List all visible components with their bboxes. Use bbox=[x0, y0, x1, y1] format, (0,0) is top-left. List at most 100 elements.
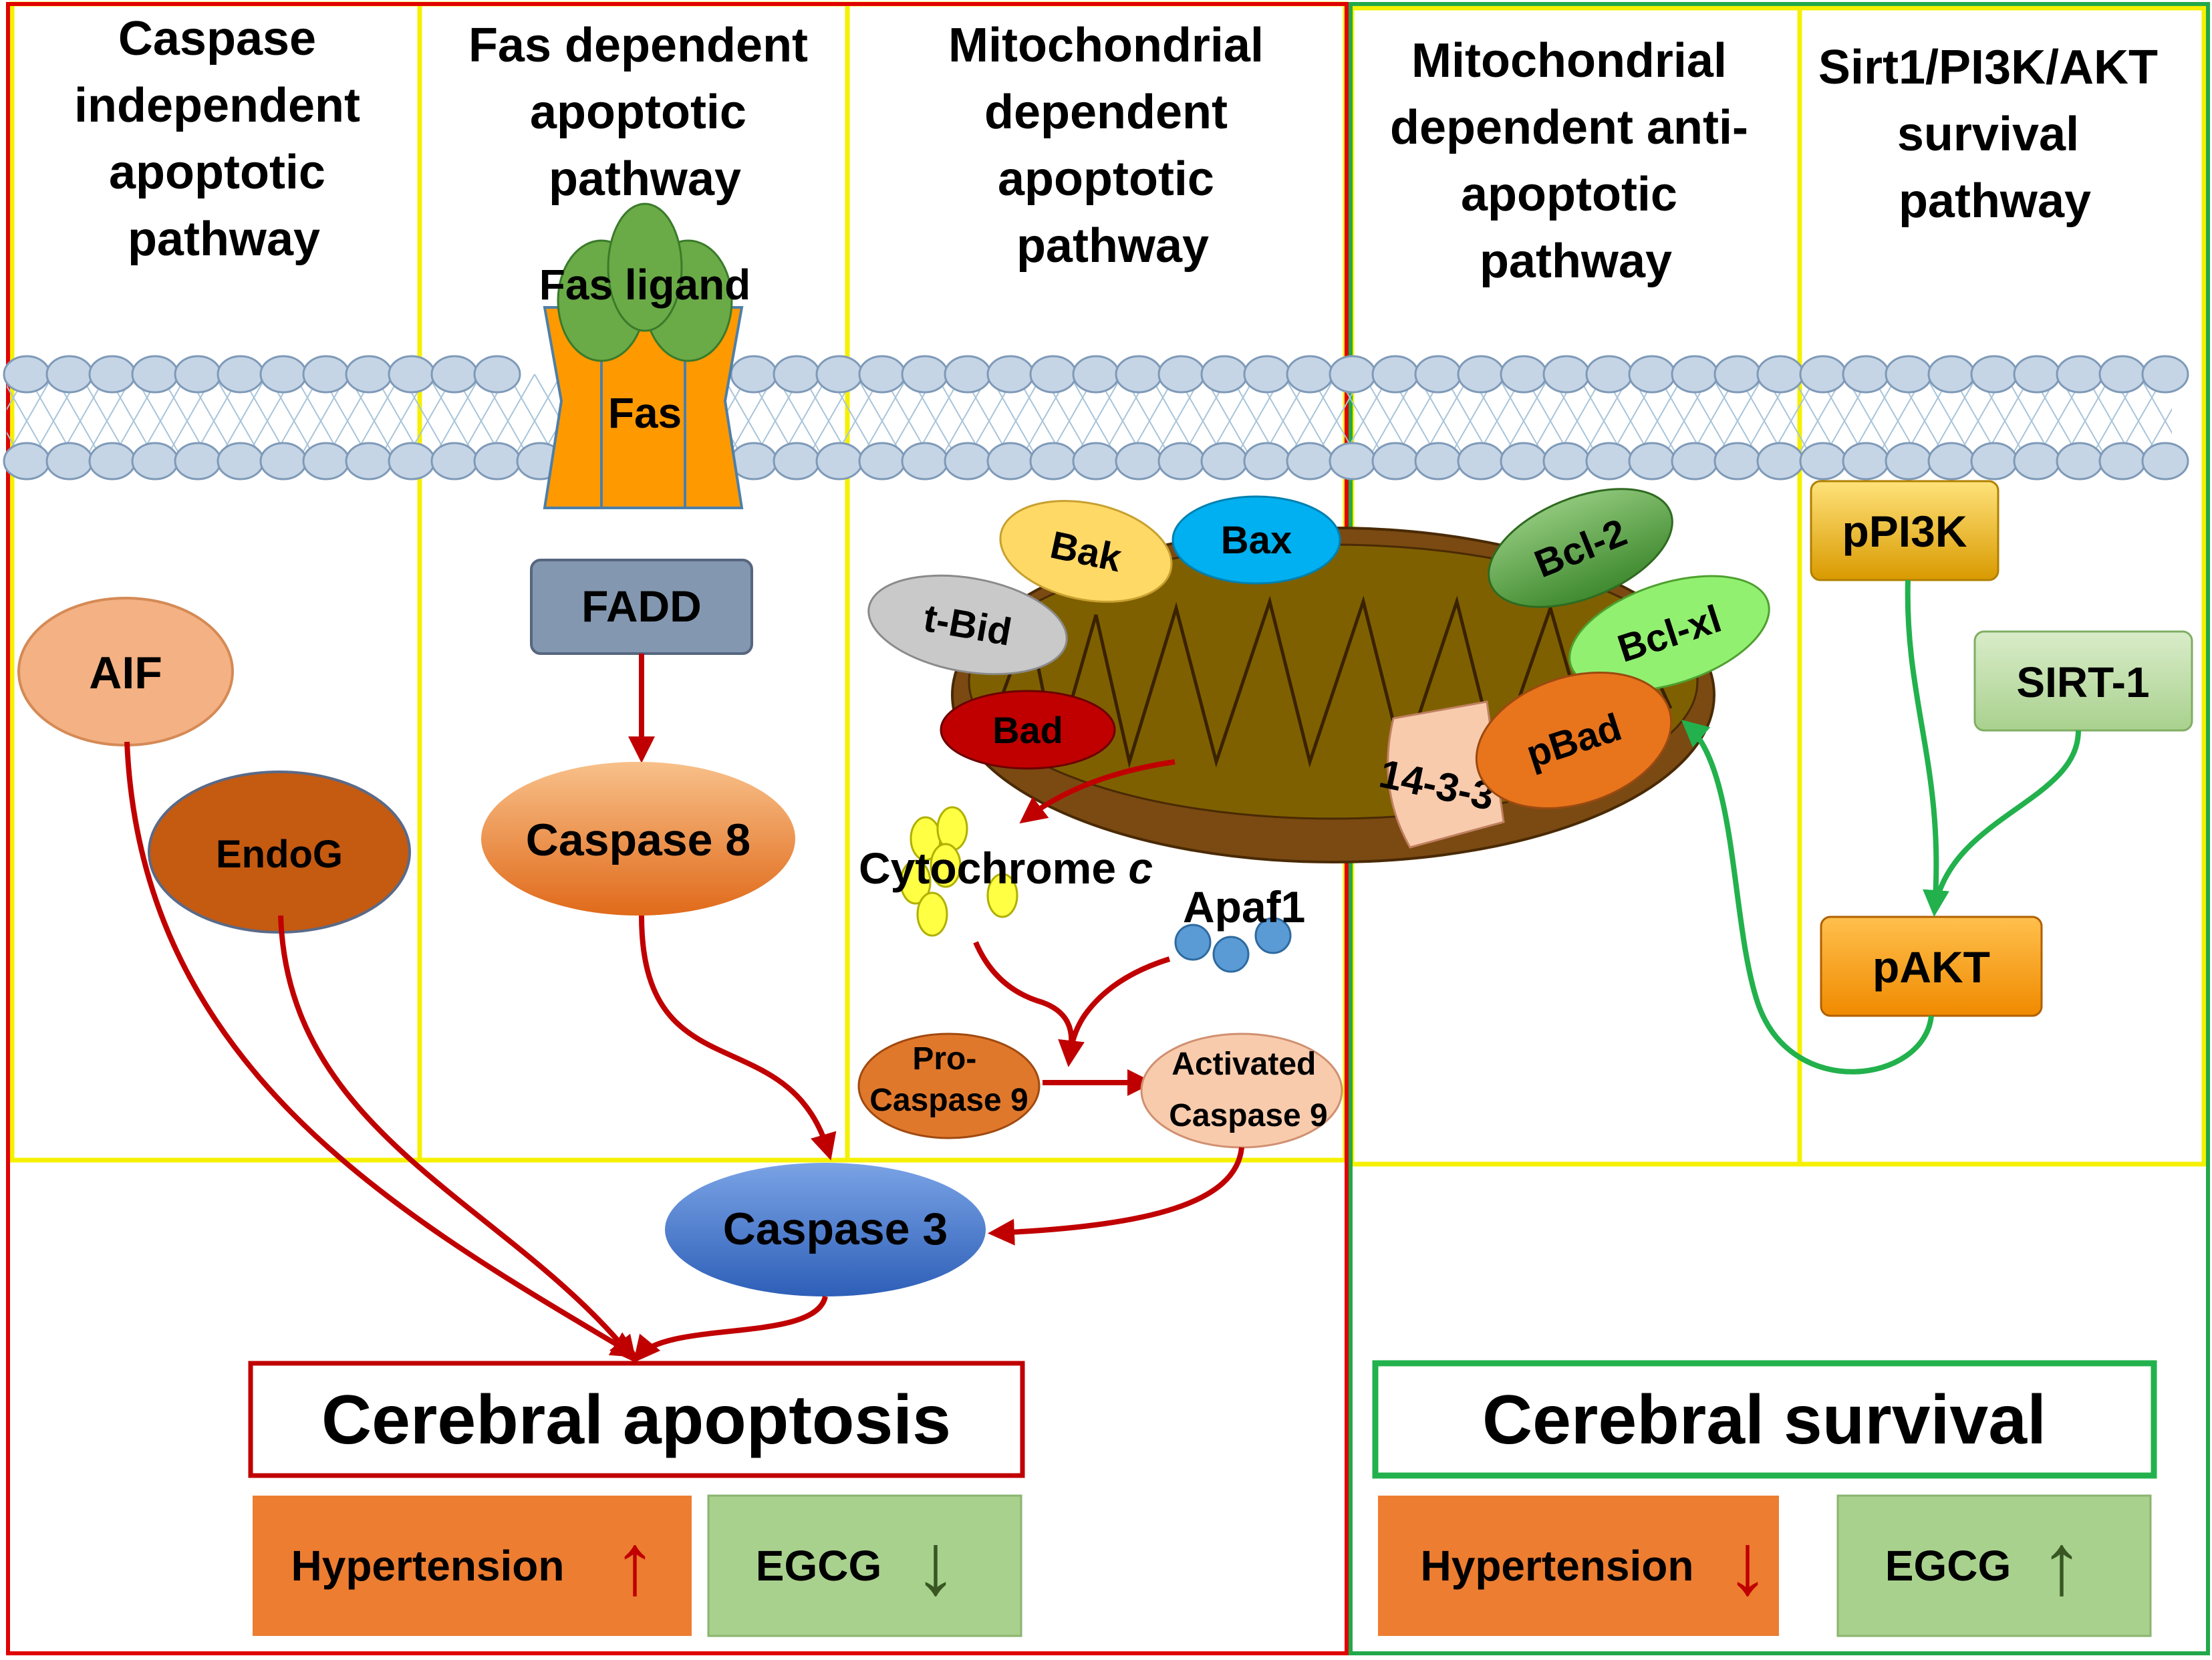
lipid-head bbox=[1970, 442, 2018, 480]
lipid-head bbox=[1713, 442, 1762, 480]
lipid-head bbox=[217, 355, 265, 394]
lipid-head bbox=[3, 355, 51, 394]
lipid-head bbox=[1585, 355, 1633, 394]
lipid-head bbox=[174, 355, 222, 394]
cytochrome-c-molecules bbox=[900, 806, 1018, 937]
lipid-head bbox=[2141, 442, 2189, 480]
lipid-head bbox=[1115, 355, 1163, 394]
lipid-head bbox=[1286, 442, 1334, 480]
lipid-head bbox=[1157, 355, 1206, 394]
fas-ligand-label: Fas ligand bbox=[539, 261, 751, 309]
lipid-head bbox=[1286, 355, 1334, 394]
bclxl-node bbox=[1568, 575, 1770, 692]
lipid-head bbox=[1885, 442, 1933, 480]
lipid-head bbox=[1414, 355, 1462, 394]
lipid-head bbox=[1927, 442, 1975, 480]
procaspase9-node bbox=[857, 1032, 1041, 1139]
arrow-ppi3k-pakt bbox=[1905, 579, 1949, 917]
arrow-caspase8-caspase3 bbox=[639, 915, 837, 1161]
pakt-label: pAKT bbox=[1873, 942, 1990, 992]
pbad-node bbox=[1475, 671, 1673, 810]
egcg-up-arrow-icon: ↑ bbox=[2040, 1515, 2084, 1613]
lipid-head bbox=[217, 442, 265, 480]
lipid-heads bbox=[3, 355, 2189, 480]
hypertension-down-arrow-icon: ↓ bbox=[1726, 1515, 1770, 1613]
hypertension-survival-box bbox=[1378, 1496, 1779, 1636]
lipid-head bbox=[174, 442, 222, 480]
lipid-head bbox=[1970, 355, 2018, 394]
lipid-head bbox=[302, 355, 350, 394]
hypertension-apoptosis-box bbox=[253, 1496, 692, 1636]
lipid-head bbox=[815, 355, 863, 394]
lipid-head bbox=[2098, 442, 2147, 480]
caspase3-label: Caspase 3 bbox=[723, 1204, 948, 1254]
title-survival: Sirt1/PI3K/AKT survival pathway bbox=[1818, 41, 2171, 228]
fas-ligand: Fas ligand bbox=[539, 202, 751, 362]
lipid-head bbox=[1457, 442, 1505, 480]
panel-survival bbox=[1797, 5, 2207, 1167]
arrow-cytochrome-converge bbox=[973, 941, 1075, 1057]
fadd-label: FADD bbox=[581, 581, 702, 631]
lipid-head bbox=[1029, 442, 1077, 480]
egcg-survival-label: EGCG bbox=[1885, 1542, 2011, 1590]
lipid-head bbox=[730, 355, 778, 394]
lipid-head bbox=[1585, 442, 1633, 480]
egcg-apoptosis-box bbox=[707, 1494, 1022, 1637]
lipid-head bbox=[1072, 442, 1120, 480]
caspase3-node bbox=[665, 1163, 986, 1296]
p1433-node bbox=[1387, 700, 1505, 849]
bad-label: Bad bbox=[992, 709, 1063, 751]
bax-node bbox=[1171, 495, 1341, 585]
lipid-head bbox=[858, 355, 906, 394]
title-caspase-independent: Caspase independent apoptotic pathway bbox=[74, 12, 374, 266]
lipid-head bbox=[388, 442, 436, 480]
cerebral-apoptosis-label: Cerebral apoptosis bbox=[321, 1381, 951, 1459]
arrow-caspase3-apoptosis bbox=[633, 1295, 828, 1363]
lipid-head bbox=[1799, 442, 1847, 480]
arrow-aif-apoptosis bbox=[124, 741, 639, 1358]
lipid-head bbox=[773, 355, 821, 394]
cerebral-survival-box bbox=[1372, 1360, 2157, 1479]
lipid-head bbox=[1927, 355, 1975, 394]
egcg-survival-box bbox=[1836, 1494, 2152, 1637]
lipid-head bbox=[1157, 442, 1206, 480]
lipid-head bbox=[1500, 442, 1548, 480]
lipid-head bbox=[773, 442, 821, 480]
lipid-head bbox=[1756, 442, 1804, 480]
lipid-head bbox=[2056, 355, 2104, 394]
fas-label: Fas bbox=[608, 389, 682, 437]
lipid-head bbox=[944, 355, 992, 394]
lipid-head bbox=[1628, 355, 1676, 394]
lipid-head bbox=[2013, 355, 2061, 394]
egcg-down-arrow-icon: ↓ bbox=[914, 1515, 958, 1613]
arrow-pakt-pbad bbox=[1681, 720, 1934, 1075]
title-mito-dependent: Mitochondrial dependent apoptotic pathwa… bbox=[948, 19, 1277, 273]
hypertension-up-arrow-icon: ↑ bbox=[613, 1515, 657, 1613]
activated-caspase9-label: Activated Caspase 9 bbox=[1169, 1047, 1328, 1133]
title-fas-dependent: Fas dependent apoptotic pathway bbox=[468, 19, 821, 206]
procaspase9-label: Pro- Caspase 9 bbox=[869, 1041, 1028, 1118]
lipid-head bbox=[473, 355, 521, 394]
lipid-head bbox=[1799, 355, 1847, 394]
lipid-head bbox=[944, 442, 992, 480]
lipid-head bbox=[45, 442, 94, 480]
lipid-head bbox=[473, 442, 521, 480]
hypertension-apoptosis-label: Hypertension bbox=[291, 1542, 565, 1590]
lipid-head bbox=[1842, 442, 1890, 480]
bak-node bbox=[999, 500, 1173, 603]
lipid-head bbox=[986, 442, 1034, 480]
endog-label: EndoG bbox=[216, 833, 343, 876]
ppi3k-box bbox=[1810, 480, 1999, 581]
arrow-endog-apoptosis bbox=[278, 915, 637, 1363]
lipid-head bbox=[1842, 355, 1890, 394]
cytochrome-label: Cytochrome c bbox=[859, 843, 1153, 893]
mito-cristae bbox=[1000, 595, 1673, 769]
caspase8-label: Caspase 8 bbox=[526, 815, 750, 865]
lipid-head bbox=[901, 355, 949, 394]
lipid-head bbox=[2013, 442, 2061, 480]
arrow-sirt1-pakt bbox=[1932, 730, 2081, 910]
lipid-head bbox=[1713, 355, 1762, 394]
lipid-head bbox=[259, 442, 307, 480]
cerebral-survival-label: Cerebral survival bbox=[1482, 1381, 2046, 1459]
